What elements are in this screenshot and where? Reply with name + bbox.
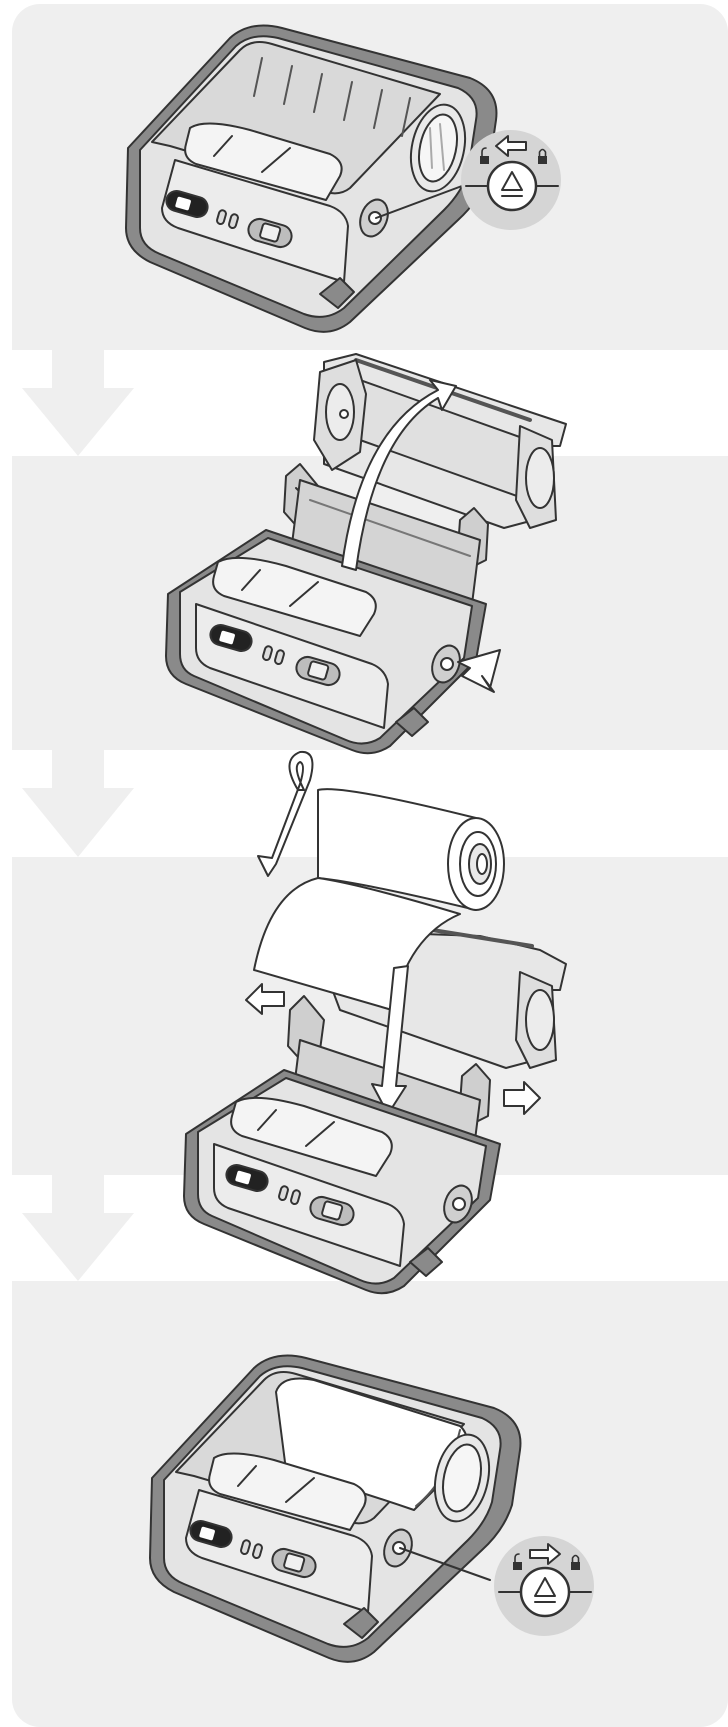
lever-callout-lock xyxy=(494,1536,594,1636)
lever-callout-unlock xyxy=(461,130,561,230)
unlock-icon xyxy=(513,1553,522,1570)
push-arrow-icon xyxy=(457,649,501,693)
eject-icon xyxy=(534,1577,556,1597)
printer-closed-step1 xyxy=(125,24,498,333)
lock-icon xyxy=(571,1554,580,1570)
eject-icon xyxy=(501,171,523,191)
arrow-right-icon xyxy=(529,1543,561,1565)
unlock-icon xyxy=(480,147,489,164)
printer-cover-open-step2 xyxy=(165,353,567,755)
arrow-out-right-icon xyxy=(503,1081,541,1115)
arrow-left-icon xyxy=(495,135,527,157)
printer-closed-step4 xyxy=(149,1354,522,1663)
lock-icon xyxy=(538,148,547,164)
arrow-out-left-icon xyxy=(245,983,285,1015)
step-down-arrow xyxy=(22,350,134,456)
step-down-arrow xyxy=(22,1175,134,1281)
step-down-arrow xyxy=(22,750,134,857)
insert-paper-step3 xyxy=(183,750,567,1295)
